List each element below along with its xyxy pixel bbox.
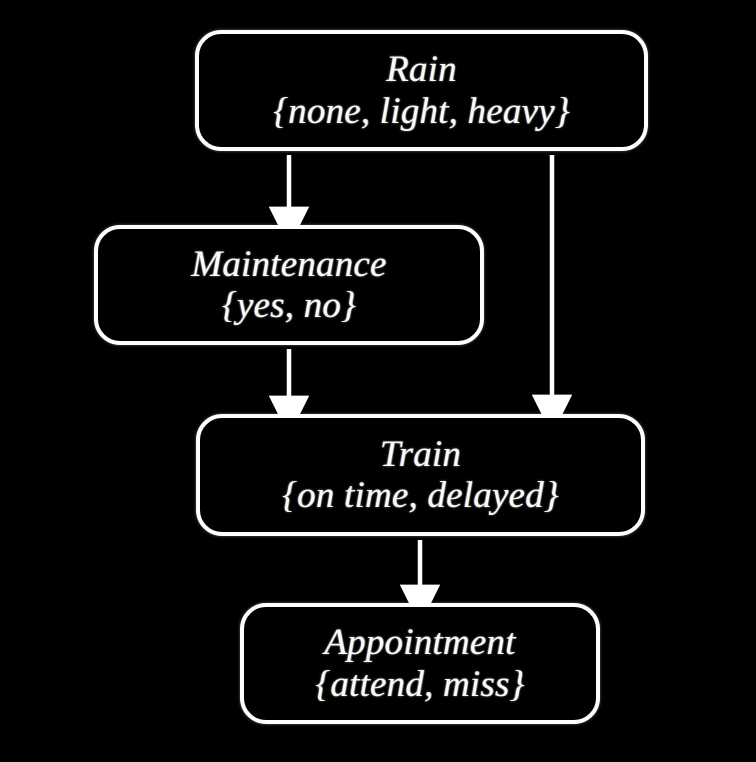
node-appointment-states: {attend, miss} <box>315 663 525 705</box>
node-appointment[interactable]: Appointment {attend, miss} <box>240 603 600 724</box>
node-maintenance[interactable]: Maintenance {yes, no} <box>94 225 484 345</box>
node-train[interactable]: Train {on time, delayed} <box>196 414 645 536</box>
node-train-states: {on time, delayed} <box>282 475 559 516</box>
node-train-label: Train <box>379 433 462 475</box>
node-rain-label: Rain <box>386 49 457 91</box>
node-maintenance-states: {yes, no} <box>221 285 357 326</box>
node-rain[interactable]: Rain {none, light, heavy} <box>195 30 648 151</box>
node-maintenance-label: Maintenance <box>191 243 387 285</box>
node-appointment-label: Appointment <box>324 622 516 664</box>
node-rain-states: {none, light, heavy} <box>273 90 570 132</box>
